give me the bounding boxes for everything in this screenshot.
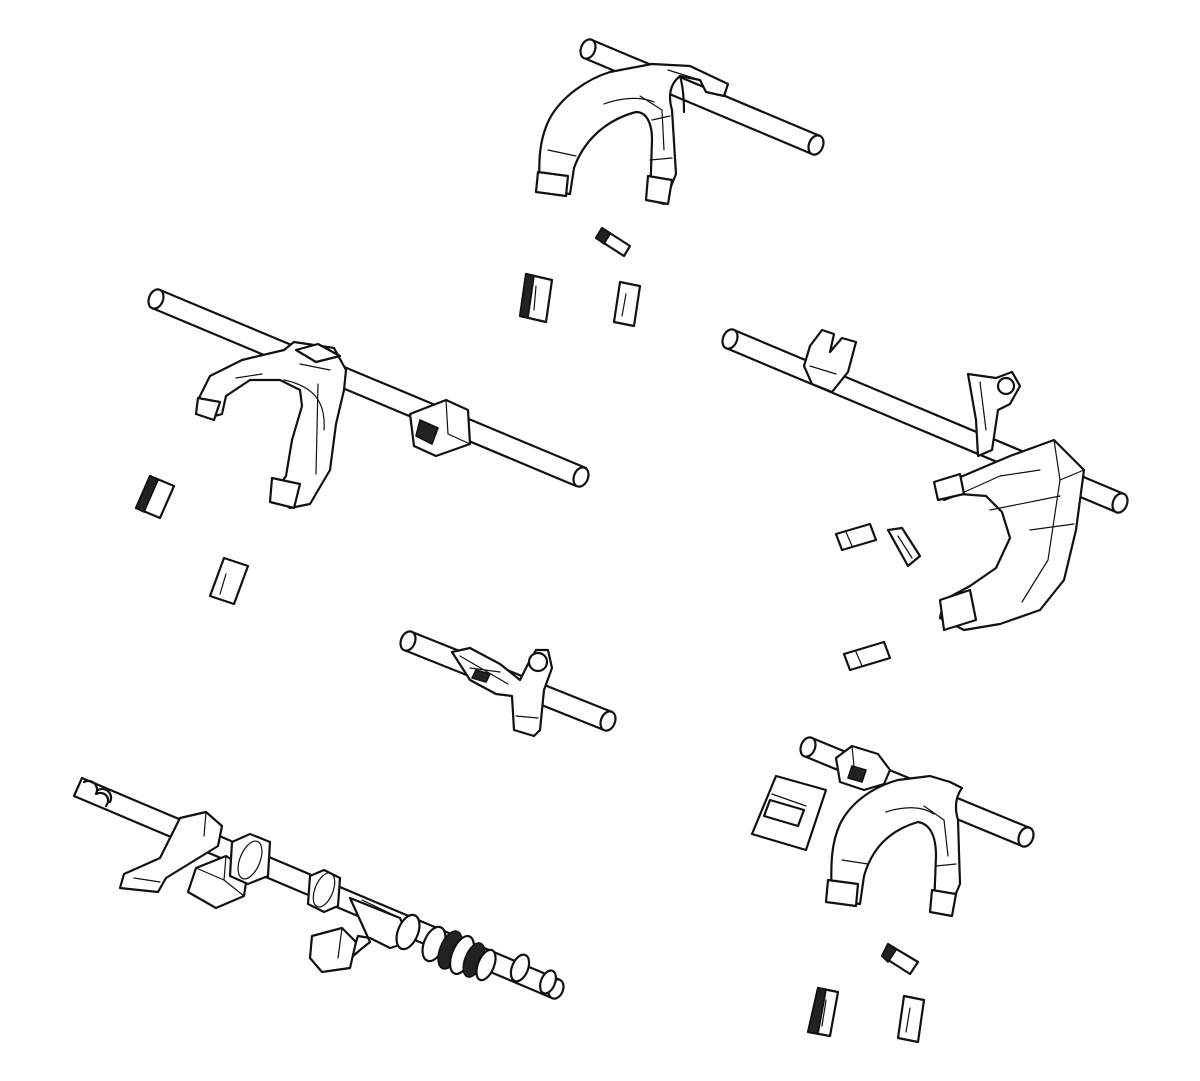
shift-finger-1: [118, 810, 224, 894]
shift-pad-top-2: [518, 272, 554, 324]
shift-pad-top-1: [594, 226, 632, 258]
shift-fork-assembly-left: [134, 288, 590, 606]
shift-pad-bottom-right-3: [896, 994, 926, 1044]
shift-fork-right: [932, 438, 1086, 632]
shift-clip-right: [802, 328, 858, 394]
shift-collar-2: [306, 868, 342, 914]
shift-fork-left: [194, 340, 348, 510]
shift-interlock-plate: [750, 774, 828, 852]
shift-fork-assembly-bottom-right: [750, 736, 1035, 1044]
shift-collar-1: [228, 832, 272, 886]
shift-fork-top: [534, 62, 730, 206]
shift-block-2: [308, 926, 358, 974]
shift-lug-center: [450, 646, 554, 738]
shift-pad-bottom-right-2: [806, 986, 840, 1038]
shift-fork-assembly-top: [518, 38, 825, 328]
shift-shaft-assembly-bottom-left: [72, 776, 565, 1000]
shift-pad-right-2: [886, 526, 922, 568]
shift-rings: [395, 913, 557, 995]
shift-pad-bottom-right-1: [880, 942, 920, 976]
shift-lug-right: [966, 370, 1022, 458]
shift-fork-bottom-right: [824, 774, 964, 918]
shift-pad-top-3: [612, 280, 642, 328]
shift-collar-bottom-right: [834, 744, 892, 792]
shift-pad-right-1: [834, 522, 878, 552]
shift-pad-left-2: [208, 556, 250, 606]
shift-collar-left: [408, 398, 472, 458]
shift-lug-assembly-center: [399, 630, 617, 738]
shift-pad-right-3: [842, 640, 892, 672]
shift-fork-assembly-right: [721, 328, 1129, 672]
shift-pad-left-1: [134, 474, 176, 520]
